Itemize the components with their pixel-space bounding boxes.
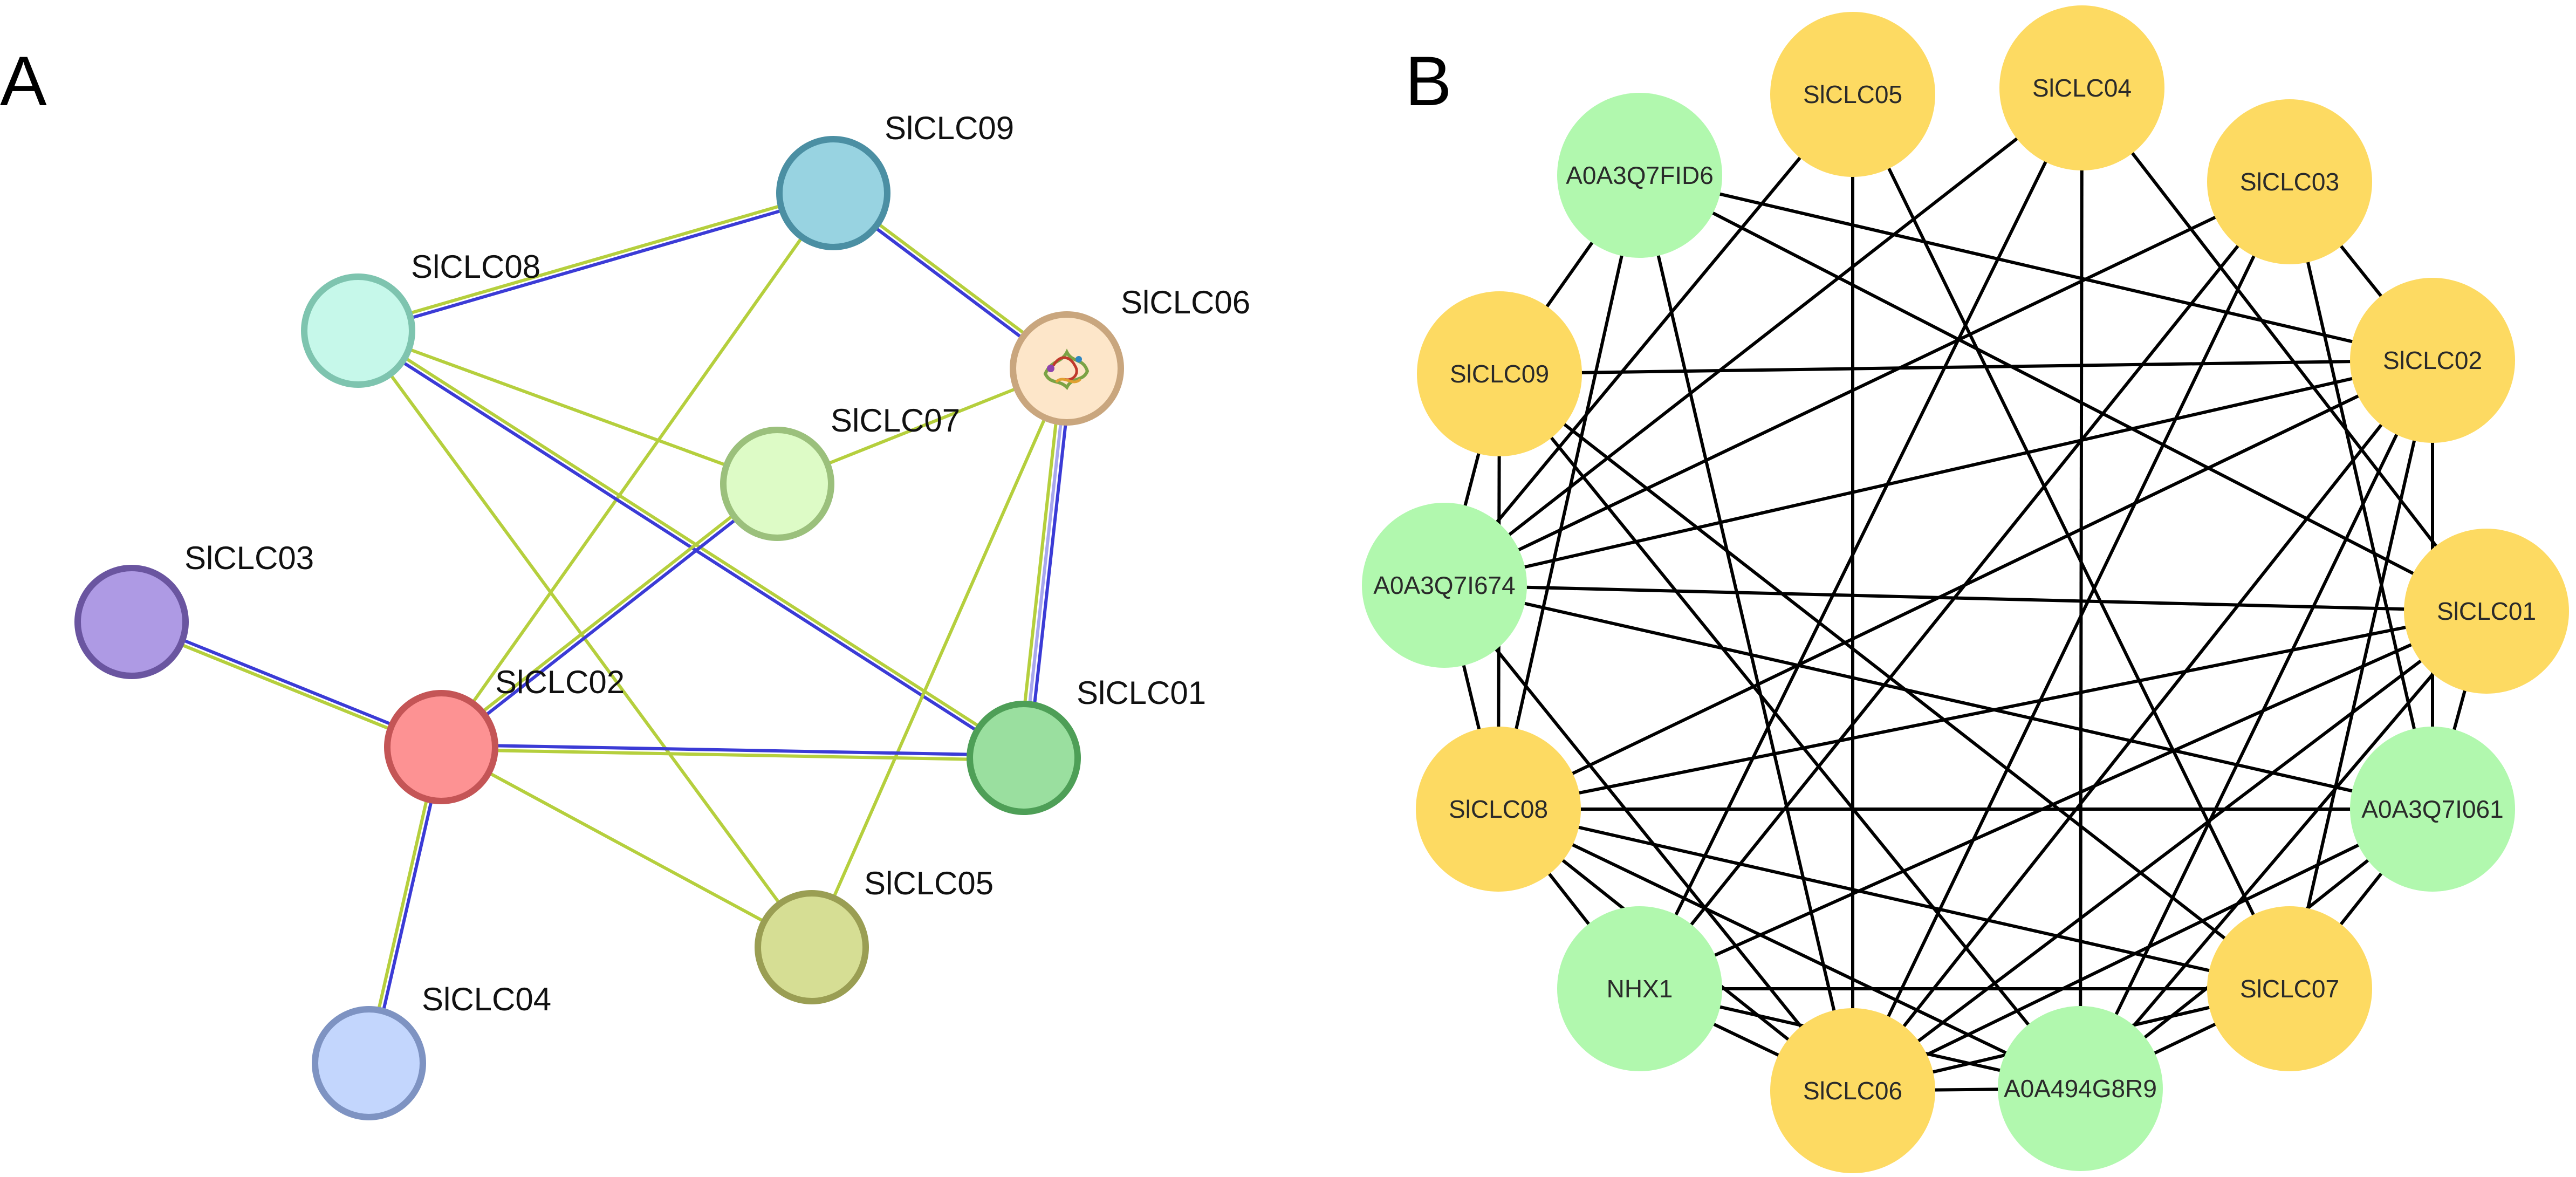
label-b-nhx1: NHX1 bbox=[1607, 975, 1673, 1003]
label-a-slclc04: SlCLC04 bbox=[422, 981, 551, 1017]
edge-slclc06-slclc05 bbox=[810, 367, 1068, 949]
edge-b-a0a3q7i061-slclc06 bbox=[1852, 808, 2434, 1092]
edge-b-slclc04-a0a3q7i674 bbox=[1443, 86, 2083, 587]
node-b-a0a3q7i061: A0A3Q7I061 bbox=[2350, 727, 2515, 892]
edge-slclc07-slclc02 bbox=[438, 480, 780, 751]
label-b-slclc03: SlCLC03 bbox=[2240, 168, 2339, 196]
edge-b-slclc02-slclc08 bbox=[1497, 359, 2434, 811]
edge-slclc08-slclc07 bbox=[357, 329, 779, 485]
node-a-slclc06 bbox=[1010, 311, 1124, 426]
node-b-a0a3q7i674: A0A3Q7I674 bbox=[1362, 503, 1527, 668]
node-a-slclc09 bbox=[776, 136, 890, 250]
edge-b-slclc01-slclc08 bbox=[1498, 610, 2487, 811]
node-a-slclc02 bbox=[384, 690, 498, 804]
edge-b-slclc03-a0a3q7i674 bbox=[1443, 180, 2291, 587]
edge-slclc02-slclc01 bbox=[439, 743, 1026, 762]
edge-b-slclc02-slclc06 bbox=[1851, 359, 2434, 1092]
edge-b-slclc04-a0a494g8r9 bbox=[2079, 87, 2084, 1089]
node-b-slclc05: SlCLC05 bbox=[1770, 12, 1935, 177]
label-a-slclc07: SlCLC07 bbox=[831, 402, 960, 439]
label-a-slclc03: SlCLC03 bbox=[184, 540, 314, 576]
edge-b-slclc09-a0a494g8r9 bbox=[1498, 373, 2082, 1090]
node-b-slclc03: SlCLC03 bbox=[2207, 99, 2372, 264]
node-a-slclc03 bbox=[74, 565, 189, 679]
label-a-slclc05: SlCLC05 bbox=[864, 865, 994, 901]
edge-b-slclc08-slclc07 bbox=[1498, 808, 2290, 990]
label-b-a0a3q7fid6: A0A3Q7FID6 bbox=[1566, 161, 1714, 189]
edge-b-slclc01-slclc06 bbox=[1852, 610, 2488, 1092]
label-b-slclc08: SlCLC08 bbox=[1449, 795, 1548, 823]
edge-b-slclc03-slclc06 bbox=[1851, 181, 2291, 1092]
label-b-slclc01: SlCLC01 bbox=[2437, 597, 2536, 625]
edge-slclc02-slclc05 bbox=[440, 745, 813, 949]
panel-a-letter: A bbox=[0, 42, 47, 120]
node-b-slclc09: SlCLC09 bbox=[1417, 291, 1582, 456]
edge-b-a0a3q7fid6-slclc02 bbox=[1639, 174, 2433, 362]
panel-a-nodes bbox=[74, 136, 1124, 1120]
node-b-a0a3q7fid6: A0A3Q7FID6 bbox=[1557, 93, 1722, 258]
edge-b-slclc08-a0a494g8r9 bbox=[1497, 808, 2081, 1090]
label-a-slclc09: SlCLC09 bbox=[885, 110, 1014, 146]
edge-slclc08-slclc01 bbox=[355, 327, 1027, 762]
label-b-slclc06: SlCLC06 bbox=[1803, 1077, 1902, 1105]
edge-b-slclc01-a0a494g8r9 bbox=[2079, 610, 2488, 1090]
node-b-slclc04: SlCLC04 bbox=[1999, 5, 2164, 170]
edge-b-a0a3q7i674-slclc01 bbox=[1444, 584, 2487, 613]
panel-a-labels: SlCLC09SlCLC08SlCLC06SlCLC07SlCLC03SlCLC… bbox=[184, 110, 1250, 1017]
label-b-slclc07: SlCLC07 bbox=[2240, 975, 2339, 1003]
node-b-slclc06: SlCLC06 bbox=[1770, 1008, 1935, 1173]
label-b-a0a494g8r9: A0A494G8R9 bbox=[2004, 1075, 2157, 1103]
edge-b-a0a3q7i674-slclc06 bbox=[1443, 584, 1854, 1092]
edge-b-a0a3q7fid6-slclc08 bbox=[1497, 175, 1641, 810]
panel-a: A SlCLC09SlCLC08SlCLC06SlCLC07SlCLC03SlC… bbox=[0, 42, 1250, 1120]
edge-b-a0a3q7i674-a0a3q7i061 bbox=[1444, 584, 2433, 811]
label-b-a0a3q7i674: A0A3Q7I674 bbox=[1373, 571, 1515, 599]
label-a-slclc08: SlCLC08 bbox=[411, 249, 540, 285]
edge-b-slclc05-a0a3q7i674 bbox=[1443, 93, 1854, 586]
edge-b-slclc04-slclc01 bbox=[2080, 87, 2488, 612]
label-b-slclc09: SlCLC09 bbox=[1450, 360, 1549, 388]
node-b-slclc07: SlCLC07 bbox=[2207, 906, 2372, 1071]
node-a-slclc01 bbox=[967, 701, 1081, 815]
protein-structure-icon bbox=[1043, 348, 1090, 391]
edge-b-slclc02-slclc07 bbox=[2288, 360, 2434, 989]
label-b-a0a3q7i061: A0A3Q7I061 bbox=[2361, 795, 2503, 823]
edge-b-slclc02-a0a494g8r9 bbox=[2079, 359, 2434, 1090]
edge-slclc06-slclc01 bbox=[1017, 366, 1073, 760]
node-a-slclc04 bbox=[312, 1006, 426, 1120]
edge-b-slclc01-nhx1 bbox=[1639, 610, 2488, 990]
edge-slclc08-slclc09 bbox=[355, 189, 836, 335]
label-a-slclc01: SlCLC01 bbox=[1077, 675, 1206, 711]
label-b-slclc04: SlCLC04 bbox=[2032, 74, 2132, 102]
edge-b-slclc04-nhx1 bbox=[1638, 87, 2084, 990]
edge-b-slclc09-slclc07 bbox=[1498, 372, 2291, 990]
panel-b-letter: B bbox=[1405, 42, 1452, 120]
edge-b-a0a3q7fid6-slclc06 bbox=[1638, 175, 1854, 1091]
node-b-slclc08: SlCLC08 bbox=[1416, 727, 1581, 892]
label-b-slclc02: SlCLC02 bbox=[2383, 346, 2482, 374]
node-a-slclc08 bbox=[301, 273, 415, 388]
edge-b-slclc09-slclc02 bbox=[1499, 359, 2433, 375]
node-a-slclc07 bbox=[720, 427, 834, 541]
node-a-slclc05 bbox=[755, 890, 869, 1004]
node-b-a0a494g8r9: A0A494G8R9 bbox=[1998, 1006, 2163, 1171]
label-b-slclc05: SlCLC05 bbox=[1803, 80, 1902, 108]
label-a-slclc06: SlCLC06 bbox=[1121, 284, 1250, 320]
label-a-slclc02: SlCLC02 bbox=[495, 664, 625, 700]
node-b-slclc01: SlCLC01 bbox=[2404, 529, 2569, 694]
edge-b-slclc02-a0a3q7i674 bbox=[1444, 359, 2433, 587]
edge-slclc09-slclc02 bbox=[440, 191, 835, 749]
node-b-slclc02: SlCLC02 bbox=[2350, 278, 2515, 443]
node-b-nhx1: NHX1 bbox=[1557, 906, 1722, 1071]
